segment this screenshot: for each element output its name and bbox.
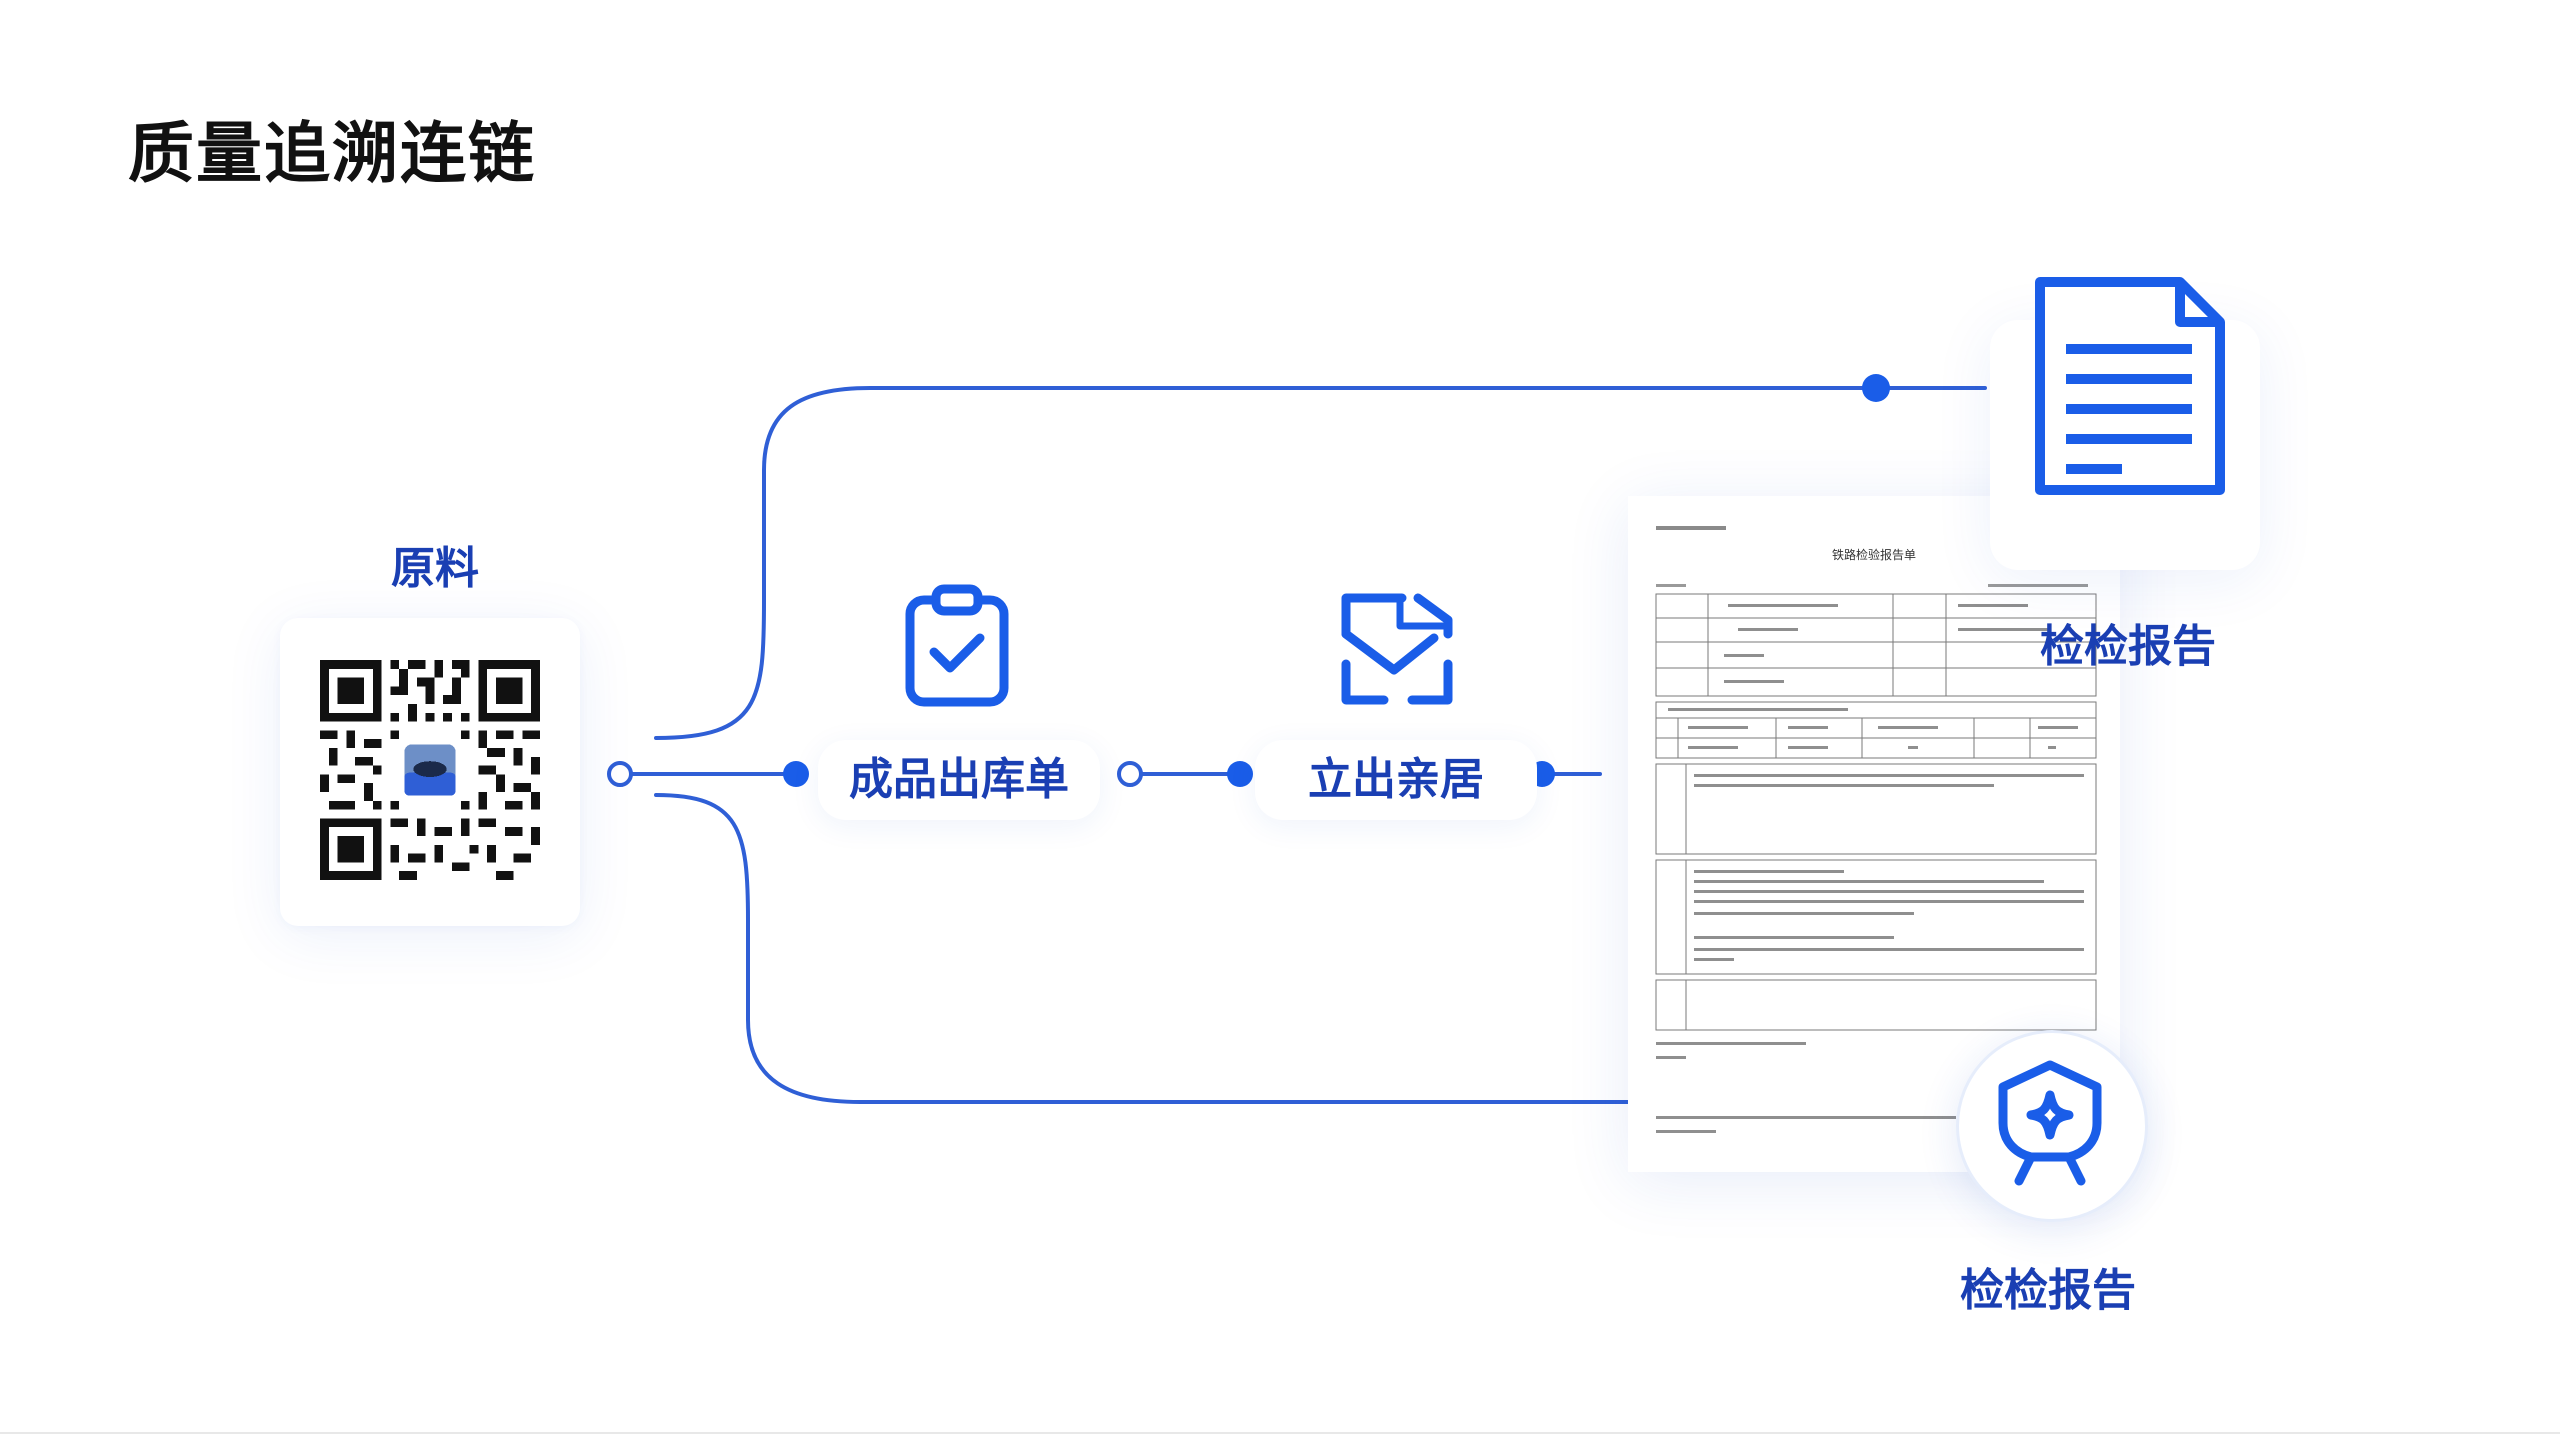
node-step1-out [1117,761,1143,787]
output-label-bottom: 检检报告 [1960,1265,2136,1316]
report-doc-title: 铁路检验报告单 [1832,547,1916,562]
certificate-badge-circle[interactable] [1956,1030,2148,1222]
file-mail-icon [1341,593,1453,705]
report-document-preview: 铁路检验报告单 [1655,526,2097,1133]
node-step1-in [783,761,809,787]
page-title: 质量追溯连链 [128,115,536,192]
bottom-divider [0,1432,2560,1434]
step-2-pill[interactable]: 立出亲居 [1255,740,1537,820]
output-label-top: 检检报告 [2040,621,2216,672]
node-step2-in [1227,761,1253,787]
document-icon [2035,277,2225,495]
certificate-badge-icon [1998,1060,2102,1186]
node-start [607,761,633,787]
document-icon-card[interactable] [1990,277,2260,570]
connector-bottom-branch [654,793,1962,1104]
step-1-pill[interactable]: 成品出库单 [818,740,1100,820]
source-label: 原料 [391,543,479,594]
qr-card[interactable] [280,618,580,926]
connector-top-branch [654,386,1987,740]
node-top-end [1862,374,1890,402]
clipboard-check-icon [905,584,1009,707]
qr-code-icon [320,660,540,880]
